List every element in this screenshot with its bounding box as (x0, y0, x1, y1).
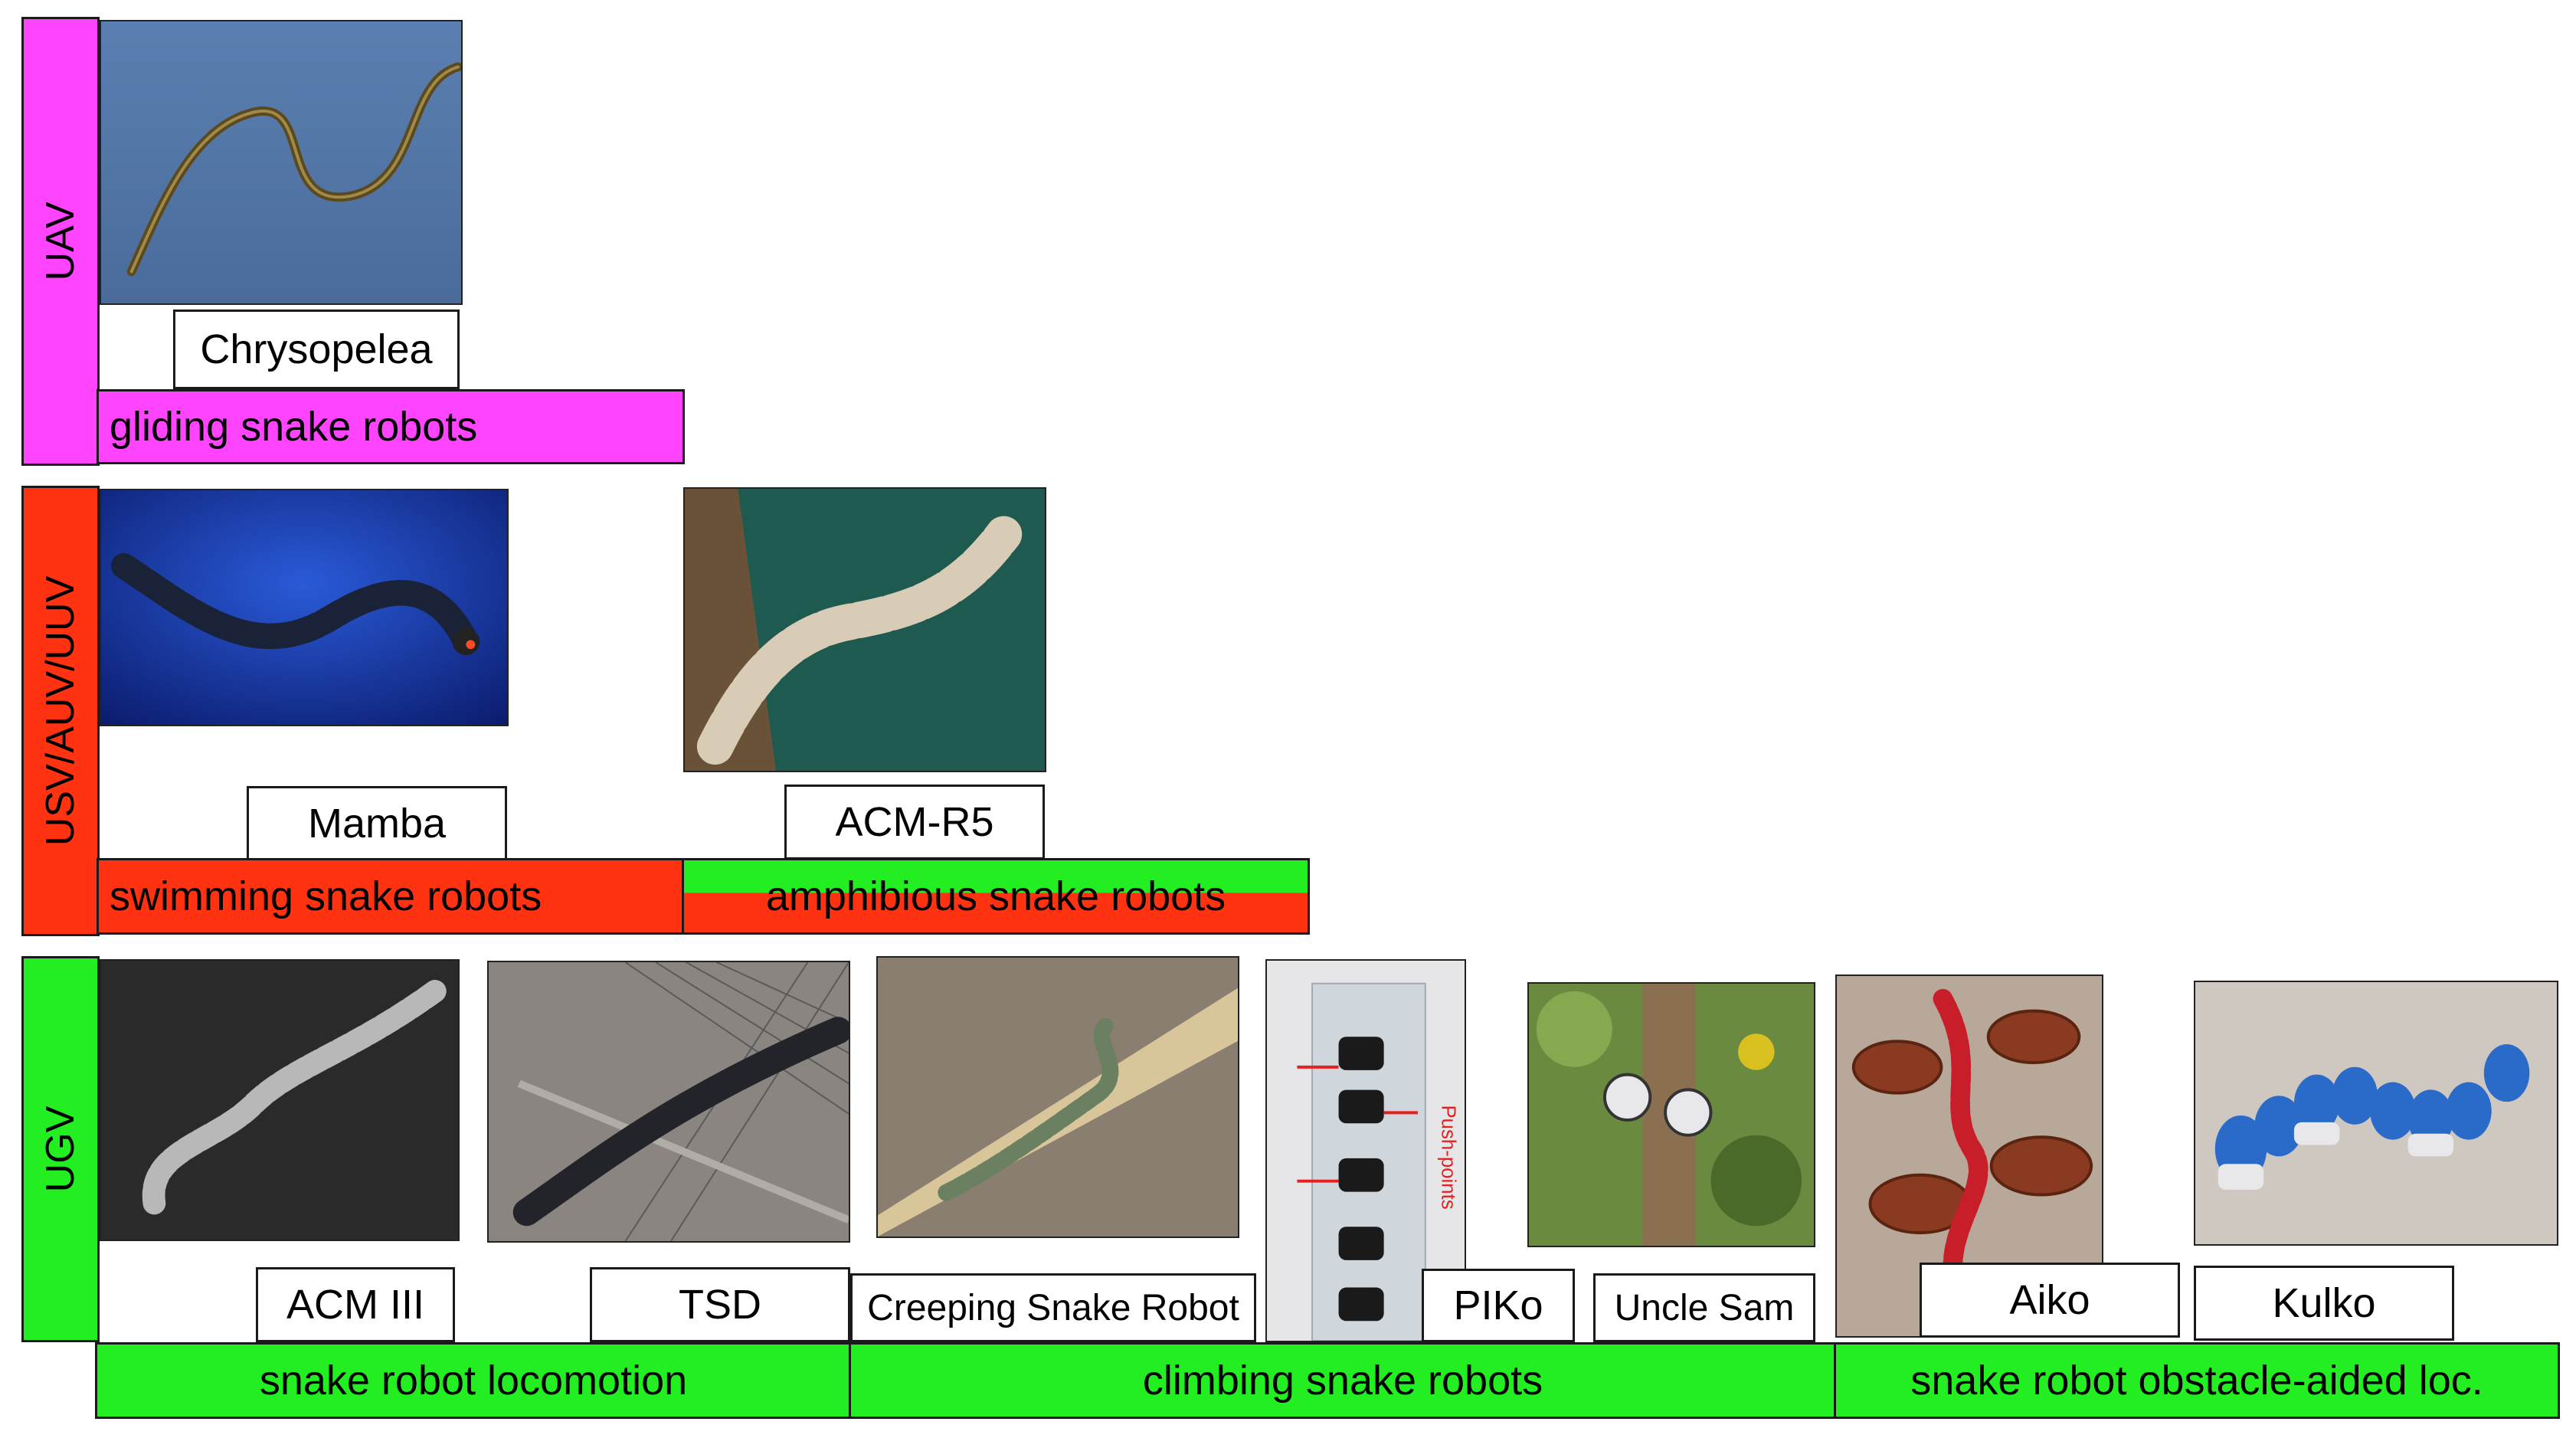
label-uncle-sam: Uncle Sam (1593, 1273, 1815, 1342)
image-kulko (2194, 981, 2558, 1246)
label-acm-iii: ACM III (256, 1267, 455, 1342)
image-uncle-sam (1527, 982, 1815, 1247)
image-mamba (100, 489, 509, 726)
label-piko: PIKo (1422, 1269, 1575, 1342)
label-acm-r5: ACM-R5 (784, 785, 1045, 860)
domain-bar-usv: USV/AUV/UUV (21, 486, 100, 936)
domain-bar-ugv: UGV (21, 956, 100, 1342)
label-aiko: Aiko (1920, 1263, 2180, 1338)
label-tsd: TSD (590, 1267, 850, 1342)
label-mamba: Mamba (247, 786, 507, 861)
category-gliding: gliding snake robots (97, 389, 685, 464)
image-creeping-snake-robot (876, 956, 1239, 1238)
push-points-annotation: Push-points (1437, 1105, 1458, 1209)
image-acm-iii (100, 959, 460, 1241)
category-amphibious: amphibious snake robots (682, 858, 1310, 935)
image-chrysopelea (100, 20, 463, 305)
category-locomotion: snake robot locomotion (95, 1342, 852, 1419)
image-tsd (487, 961, 850, 1243)
domain-label-usv: USV/AUV/UUV (38, 575, 83, 847)
label-kulko: Kulko (2194, 1266, 2454, 1341)
category-climbing: climbing snake robots (849, 1342, 1837, 1419)
image-acm-r5 (683, 487, 1046, 772)
category-obstacle-aided: snake robot obstacle-aided loc. (1834, 1342, 2560, 1419)
label-creeping-snake-robot: Creeping Snake Robot (850, 1273, 1256, 1342)
category-swimming: swimming snake robots (97, 858, 685, 935)
image-piko: Push-points (1265, 959, 1466, 1342)
domain-label-uav: UAV (38, 201, 83, 281)
domain-label-ugv: UGV (38, 1106, 83, 1193)
label-chrysopelea: Chrysopelea (173, 310, 460, 389)
domain-bar-uav: UAV (21, 17, 100, 466)
